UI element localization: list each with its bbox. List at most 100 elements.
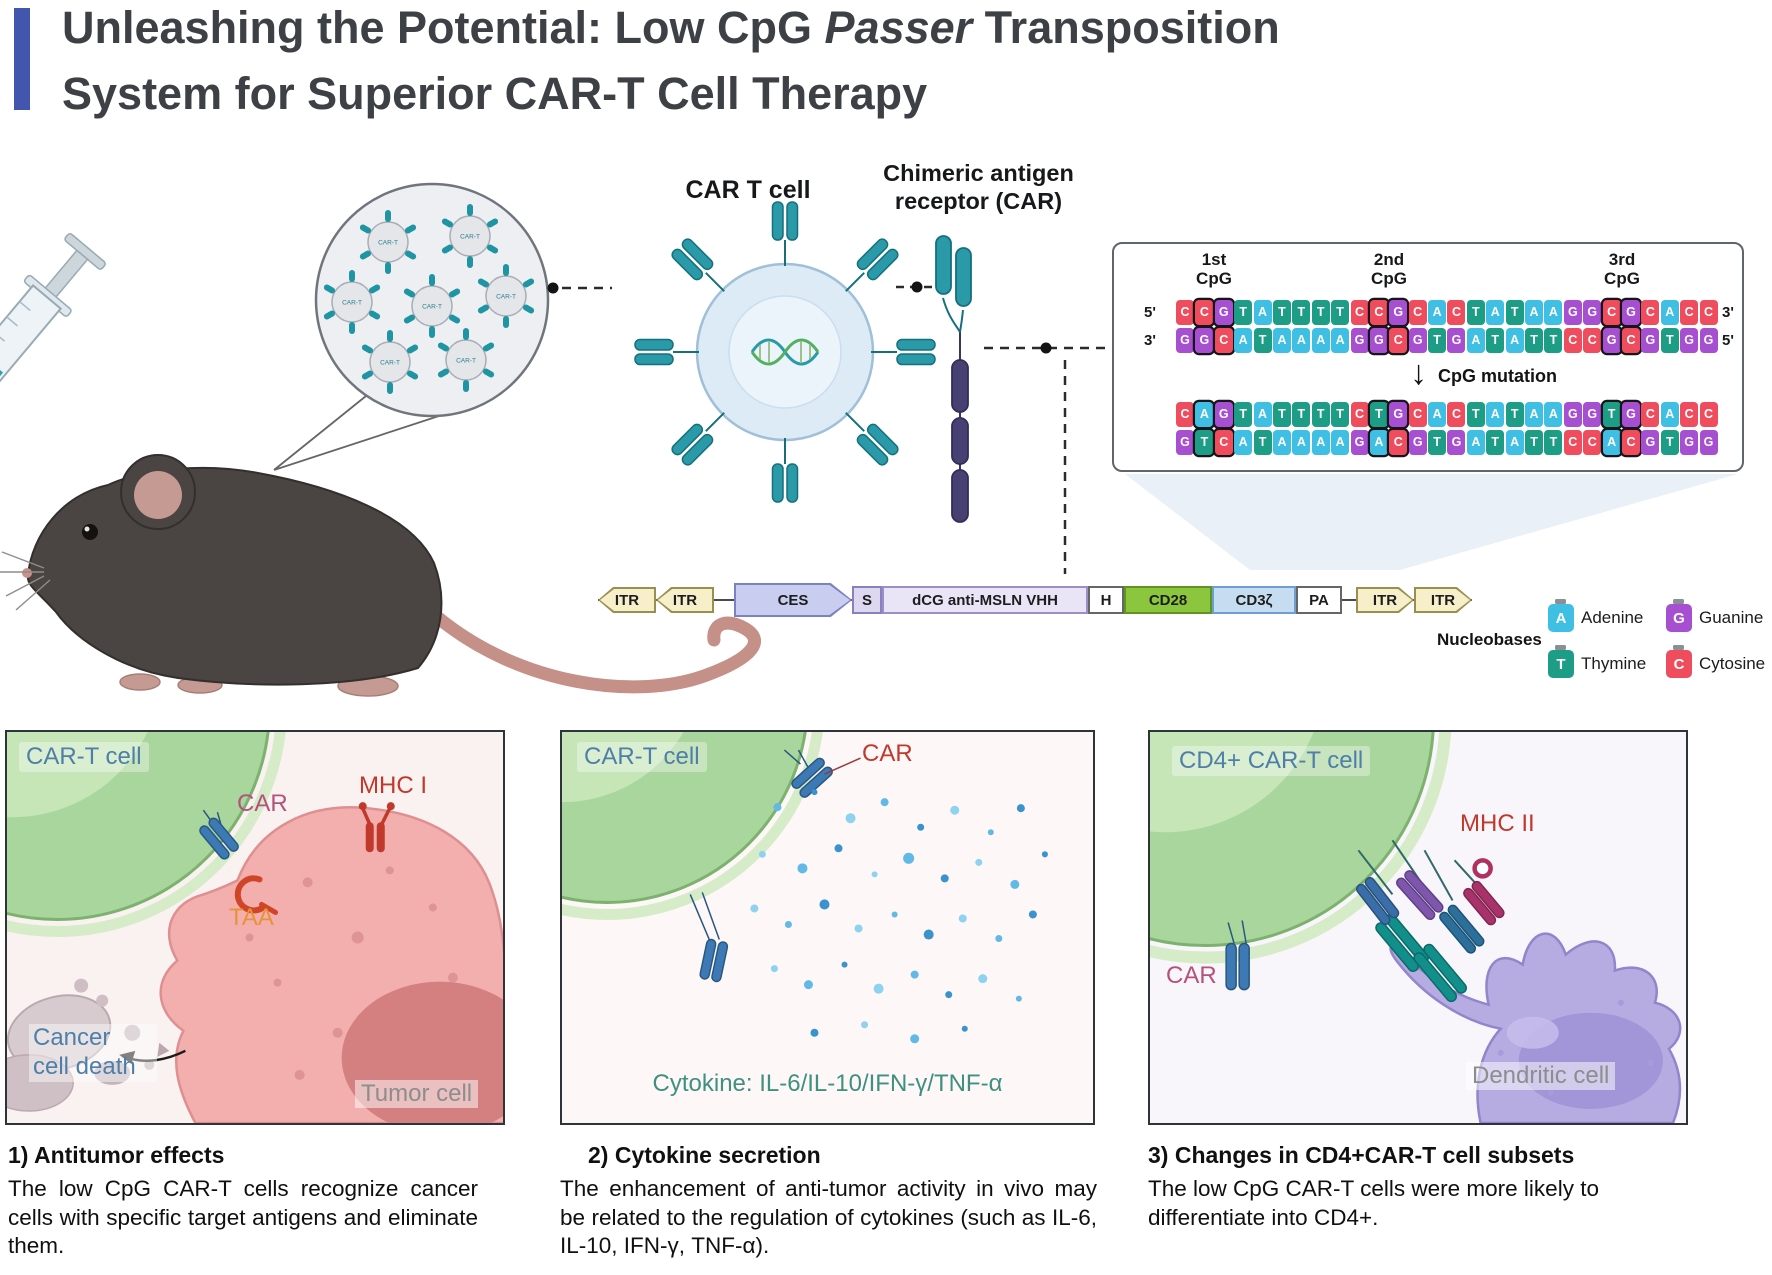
- car-t-cell-label: CAR-T cell: [577, 742, 707, 772]
- base-a: A: [1660, 402, 1679, 427]
- taa-label: TAA: [229, 904, 274, 931]
- base-c: C: [1583, 328, 1602, 353]
- base-c: C: [1583, 430, 1602, 455]
- base-g: G: [1369, 328, 1388, 353]
- base-a: A: [1505, 430, 1524, 455]
- car-structure: [935, 235, 972, 523]
- synapse-receptor: [1356, 876, 1400, 926]
- base-g: G: [1680, 328, 1699, 353]
- svg-text:CAR-T: CAR-T: [378, 240, 398, 247]
- base-t: T: [1292, 402, 1311, 427]
- base-t: T: [1311, 402, 1330, 427]
- base-g: G: [1563, 402, 1582, 427]
- svg-text:CAR-T: CAR-T: [422, 304, 442, 311]
- base-c: C: [1447, 300, 1466, 325]
- base-c: C: [1699, 402, 1718, 427]
- base-g: G: [1408, 328, 1427, 353]
- page-title-line2: System for Superior CAR-T Cell Therapy: [62, 68, 928, 119]
- base-g: G: [1389, 402, 1408, 427]
- syringe: [0, 233, 106, 414]
- construct-itr: ITR: [656, 587, 714, 613]
- base-c: C: [1195, 300, 1214, 325]
- base-c: C: [1699, 300, 1718, 325]
- mouse-body: [26, 466, 443, 686]
- base-t: T: [1428, 328, 1447, 353]
- panel-cd4-subsets: CD4+ CAR-T cell MHC II CAR Dendritic cel…: [1148, 730, 1688, 1125]
- base-t: T: [1660, 328, 1679, 353]
- nucleobases-legend-title: Nucleobases: [1437, 630, 1542, 649]
- base-g: G: [1447, 430, 1466, 455]
- base-t: T: [1272, 402, 1291, 427]
- base-c: C: [1369, 300, 1388, 325]
- base-c: C: [1214, 328, 1233, 353]
- mini-car-t-cell: CAR-T: [441, 204, 499, 268]
- car-label: CAR: [1166, 962, 1217, 989]
- base-a: A: [1272, 430, 1291, 455]
- mini-car-t-cell: CAR-T: [323, 270, 381, 334]
- base-a: A: [1544, 402, 1563, 427]
- base-c: C: [1447, 402, 1466, 427]
- construct-itr: ITR: [598, 587, 656, 613]
- base-t: T: [1234, 402, 1253, 427]
- base-c: C: [1350, 300, 1369, 325]
- base-t: T: [1505, 300, 1524, 325]
- base-g: G: [1176, 328, 1194, 353]
- base-a: A: [1466, 328, 1485, 353]
- svg-text:CAR-T: CAR-T: [496, 294, 516, 301]
- mouse-whiskers: [0, 551, 51, 611]
- base-a: A: [1272, 328, 1291, 353]
- base-t: T: [1195, 430, 1214, 455]
- strand-5p-left: 5': [1144, 304, 1156, 321]
- car-t-cell-label: CAR T cell: [685, 176, 811, 204]
- title-italic-word: Passer: [824, 2, 973, 53]
- caption-title: 1) Antitumor effects: [8, 1142, 225, 1168]
- mouse-tail: [429, 609, 761, 694]
- car-receptor: [699, 938, 729, 983]
- car-receptor: [845, 412, 899, 466]
- mini-car-t-cell: CAR-T: [361, 330, 419, 394]
- base-g: G: [1641, 328, 1660, 353]
- strand-3p-left: 3': [1144, 332, 1156, 349]
- base-a: A: [1311, 430, 1330, 455]
- mhc2-label: MHC II: [1460, 810, 1535, 837]
- base-c: C: [1408, 402, 1427, 427]
- base-c: C: [1563, 430, 1582, 455]
- car-t-cell: [634, 201, 936, 503]
- base-a: A: [1234, 328, 1253, 353]
- mini-car-t-cell: CAR-T: [359, 210, 417, 274]
- base-g: G: [1641, 430, 1660, 455]
- base-a: A: [1331, 328, 1350, 353]
- base-a: A: [1505, 328, 1524, 353]
- base-t: T: [1292, 300, 1311, 325]
- svg-text:CAR-T: CAR-T: [380, 360, 400, 367]
- base-t: T: [1331, 402, 1350, 427]
- car-receptor: [791, 757, 833, 798]
- car-label: CAR: [862, 740, 913, 767]
- base-c: C: [1389, 328, 1408, 353]
- base-c: C: [1680, 402, 1699, 427]
- mhc2-molecule: [1463, 880, 1505, 926]
- car-receptor: [845, 238, 899, 292]
- base-t: T: [1486, 328, 1505, 353]
- base-t: T: [1369, 402, 1388, 427]
- base-t: T: [1505, 402, 1524, 427]
- base-c: C: [1602, 300, 1621, 325]
- cytokine-dots: [750, 789, 1048, 1044]
- strand-5p-right: 5': [1722, 332, 1734, 349]
- mini-car-t-cell: CAR-T: [403, 274, 461, 338]
- construct-cd28: CD28: [1124, 586, 1212, 614]
- base-a: A: [1195, 402, 1214, 427]
- base-c: C: [1176, 300, 1194, 325]
- car-t-cell-label: CAR-T cell: [19, 742, 149, 772]
- base-c: C: [1641, 402, 1660, 427]
- base-c: C: [1621, 328, 1640, 353]
- strand-3p-right: 3': [1722, 304, 1734, 321]
- dendritic-cell-label: Dendritic cell: [1466, 1062, 1616, 1090]
- caption-body: The low CpG CAR-T cells were more likely…: [1148, 1176, 1599, 1230]
- base-a: A: [1544, 300, 1563, 325]
- base-c: C: [1408, 300, 1427, 325]
